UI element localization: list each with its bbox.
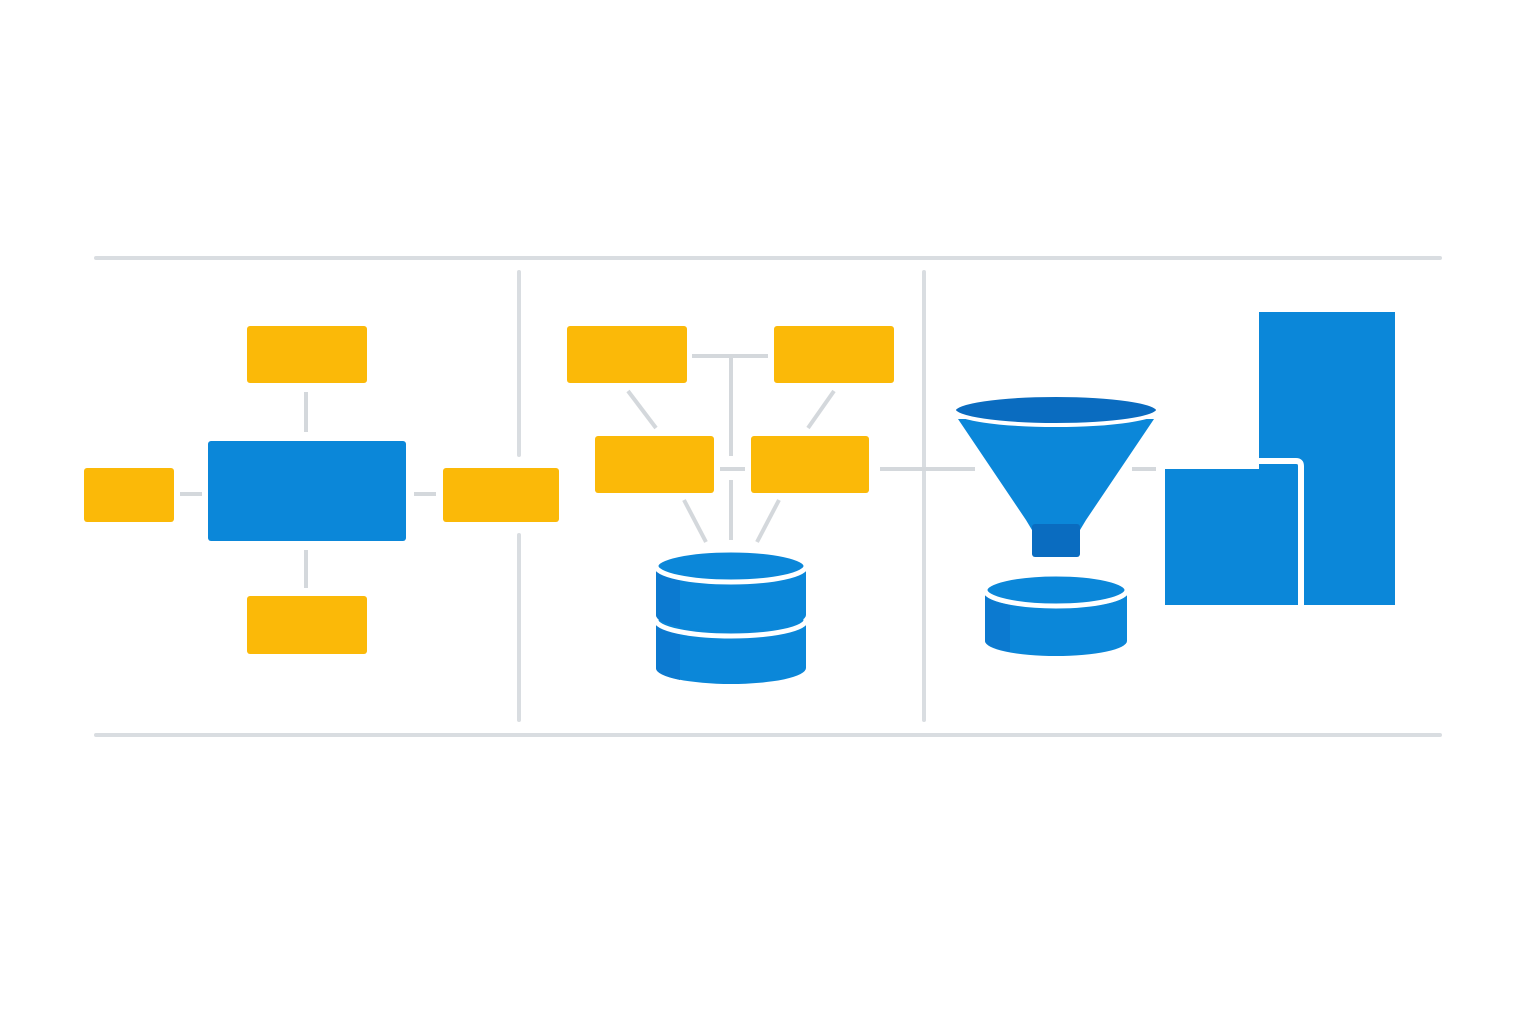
left-spoke-box: [84, 468, 174, 522]
hub-box: [208, 441, 406, 541]
small-database-icon: [982, 571, 1130, 656]
hub-and-spoke-panel: [84, 326, 559, 654]
funnel-icon: [952, 393, 1160, 557]
right-spoke-box: [443, 468, 559, 522]
source-box-middle-right: [751, 436, 869, 493]
hub-connectors: [180, 392, 436, 588]
source-box-top-left: [567, 326, 687, 383]
bottom-spoke-box: [247, 596, 367, 654]
data-integration-panel: [567, 326, 975, 684]
database-icon: [653, 547, 809, 684]
top-spoke-box: [247, 326, 367, 383]
filtering-and-reporting-panel: [952, 312, 1395, 656]
integration-connectors: [626, 354, 975, 543]
bar-chart-icon: [1165, 312, 1395, 606]
short-bar: [1165, 469, 1294, 605]
source-box-middle-left: [595, 436, 714, 493]
source-box-top-right: [774, 326, 894, 383]
